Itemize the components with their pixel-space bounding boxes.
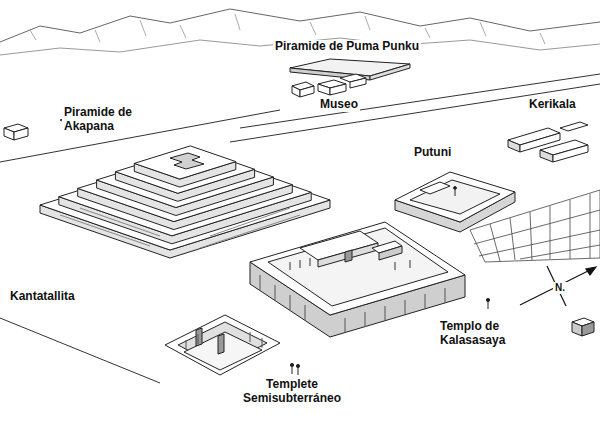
mountains bbox=[0, 9, 600, 42]
museum-buildings bbox=[350, 78, 366, 88]
place-label: Kerikala bbox=[527, 98, 578, 112]
museum-buildings bbox=[292, 86, 300, 97]
north-arrow bbox=[547, 266, 566, 306]
putuni-enclosure bbox=[410, 180, 500, 214]
stone-paving bbox=[470, 190, 600, 262]
museum-buildings bbox=[318, 84, 330, 95]
kerikala-buildings bbox=[508, 140, 520, 152]
kalasasaya-temple bbox=[250, 222, 465, 315]
north-arrow bbox=[520, 268, 594, 305]
kalasasaya-temple bbox=[250, 222, 465, 337]
templete-semisubterraneo bbox=[165, 315, 280, 375]
roads bbox=[240, 74, 600, 128]
putuni-enclosure bbox=[395, 172, 515, 232]
mountains bbox=[0, 38, 600, 55]
small-buildings bbox=[4, 128, 14, 140]
stone-paving bbox=[474, 194, 600, 261]
akapana-pyramid bbox=[134, 146, 236, 179]
putuni-enclosure bbox=[395, 172, 515, 222]
akapana-pyramid bbox=[60, 208, 300, 248]
akapana-pyramid bbox=[170, 153, 204, 169]
people-figures bbox=[296, 364, 299, 367]
akapana-pyramid bbox=[40, 146, 330, 258]
museum-buildings bbox=[300, 86, 314, 97]
compass-label: N. bbox=[553, 282, 567, 294]
kalasasaya-temple bbox=[345, 250, 352, 262]
place-label: Putuni bbox=[412, 146, 453, 160]
place-label: Templo de Kalasasaya bbox=[438, 320, 542, 348]
putuni-enclosure bbox=[420, 182, 450, 194]
people-figures bbox=[298, 368, 299, 375]
roads bbox=[0, 318, 160, 383]
north-arrow bbox=[520, 266, 596, 306]
people-figures bbox=[488, 302, 489, 309]
stone-paving bbox=[470, 190, 600, 262]
templete-semisubterraneo bbox=[186, 332, 262, 350]
small-buildings bbox=[4, 117, 594, 336]
kalasasaya-temple bbox=[379, 246, 402, 260]
people-figures bbox=[486, 298, 489, 301]
kerikala-buildings bbox=[508, 122, 588, 162]
roads bbox=[0, 74, 600, 383]
kalasasaya-temple bbox=[290, 258, 410, 270]
kerikala-buildings bbox=[553, 145, 588, 162]
kerikala-buildings bbox=[560, 122, 588, 131]
people-figures bbox=[454, 187, 457, 190]
place-label: Kantatallita bbox=[8, 290, 77, 304]
small-buildings bbox=[582, 322, 594, 336]
kalasasaya-temple bbox=[318, 243, 378, 267]
place-label: Piramide de Puma Punku bbox=[273, 40, 421, 54]
templete-semisubterraneo bbox=[196, 328, 202, 346]
people-figures bbox=[290, 363, 293, 366]
museum-buildings bbox=[292, 74, 366, 97]
people-figures bbox=[292, 367, 293, 374]
small-buildings bbox=[14, 128, 28, 140]
north-arrow bbox=[586, 267, 596, 275]
small-buildings bbox=[572, 322, 582, 336]
mountains bbox=[0, 9, 600, 55]
place-label: Museo bbox=[318, 98, 360, 112]
templete-semisubterraneo bbox=[218, 334, 224, 354]
templete-semisubterraneo bbox=[165, 315, 280, 375]
museum-buildings bbox=[330, 84, 346, 95]
kalasasaya-temple bbox=[268, 228, 448, 306]
place-label: Templete Semisubterráneo bbox=[233, 378, 351, 406]
akapana-pyramid bbox=[97, 150, 274, 208]
people-figures bbox=[455, 190, 456, 196]
puma-punku-platform bbox=[370, 64, 410, 80]
kerikala-buildings bbox=[540, 150, 553, 162]
place-label: Piramide de Akapana bbox=[62, 106, 146, 134]
